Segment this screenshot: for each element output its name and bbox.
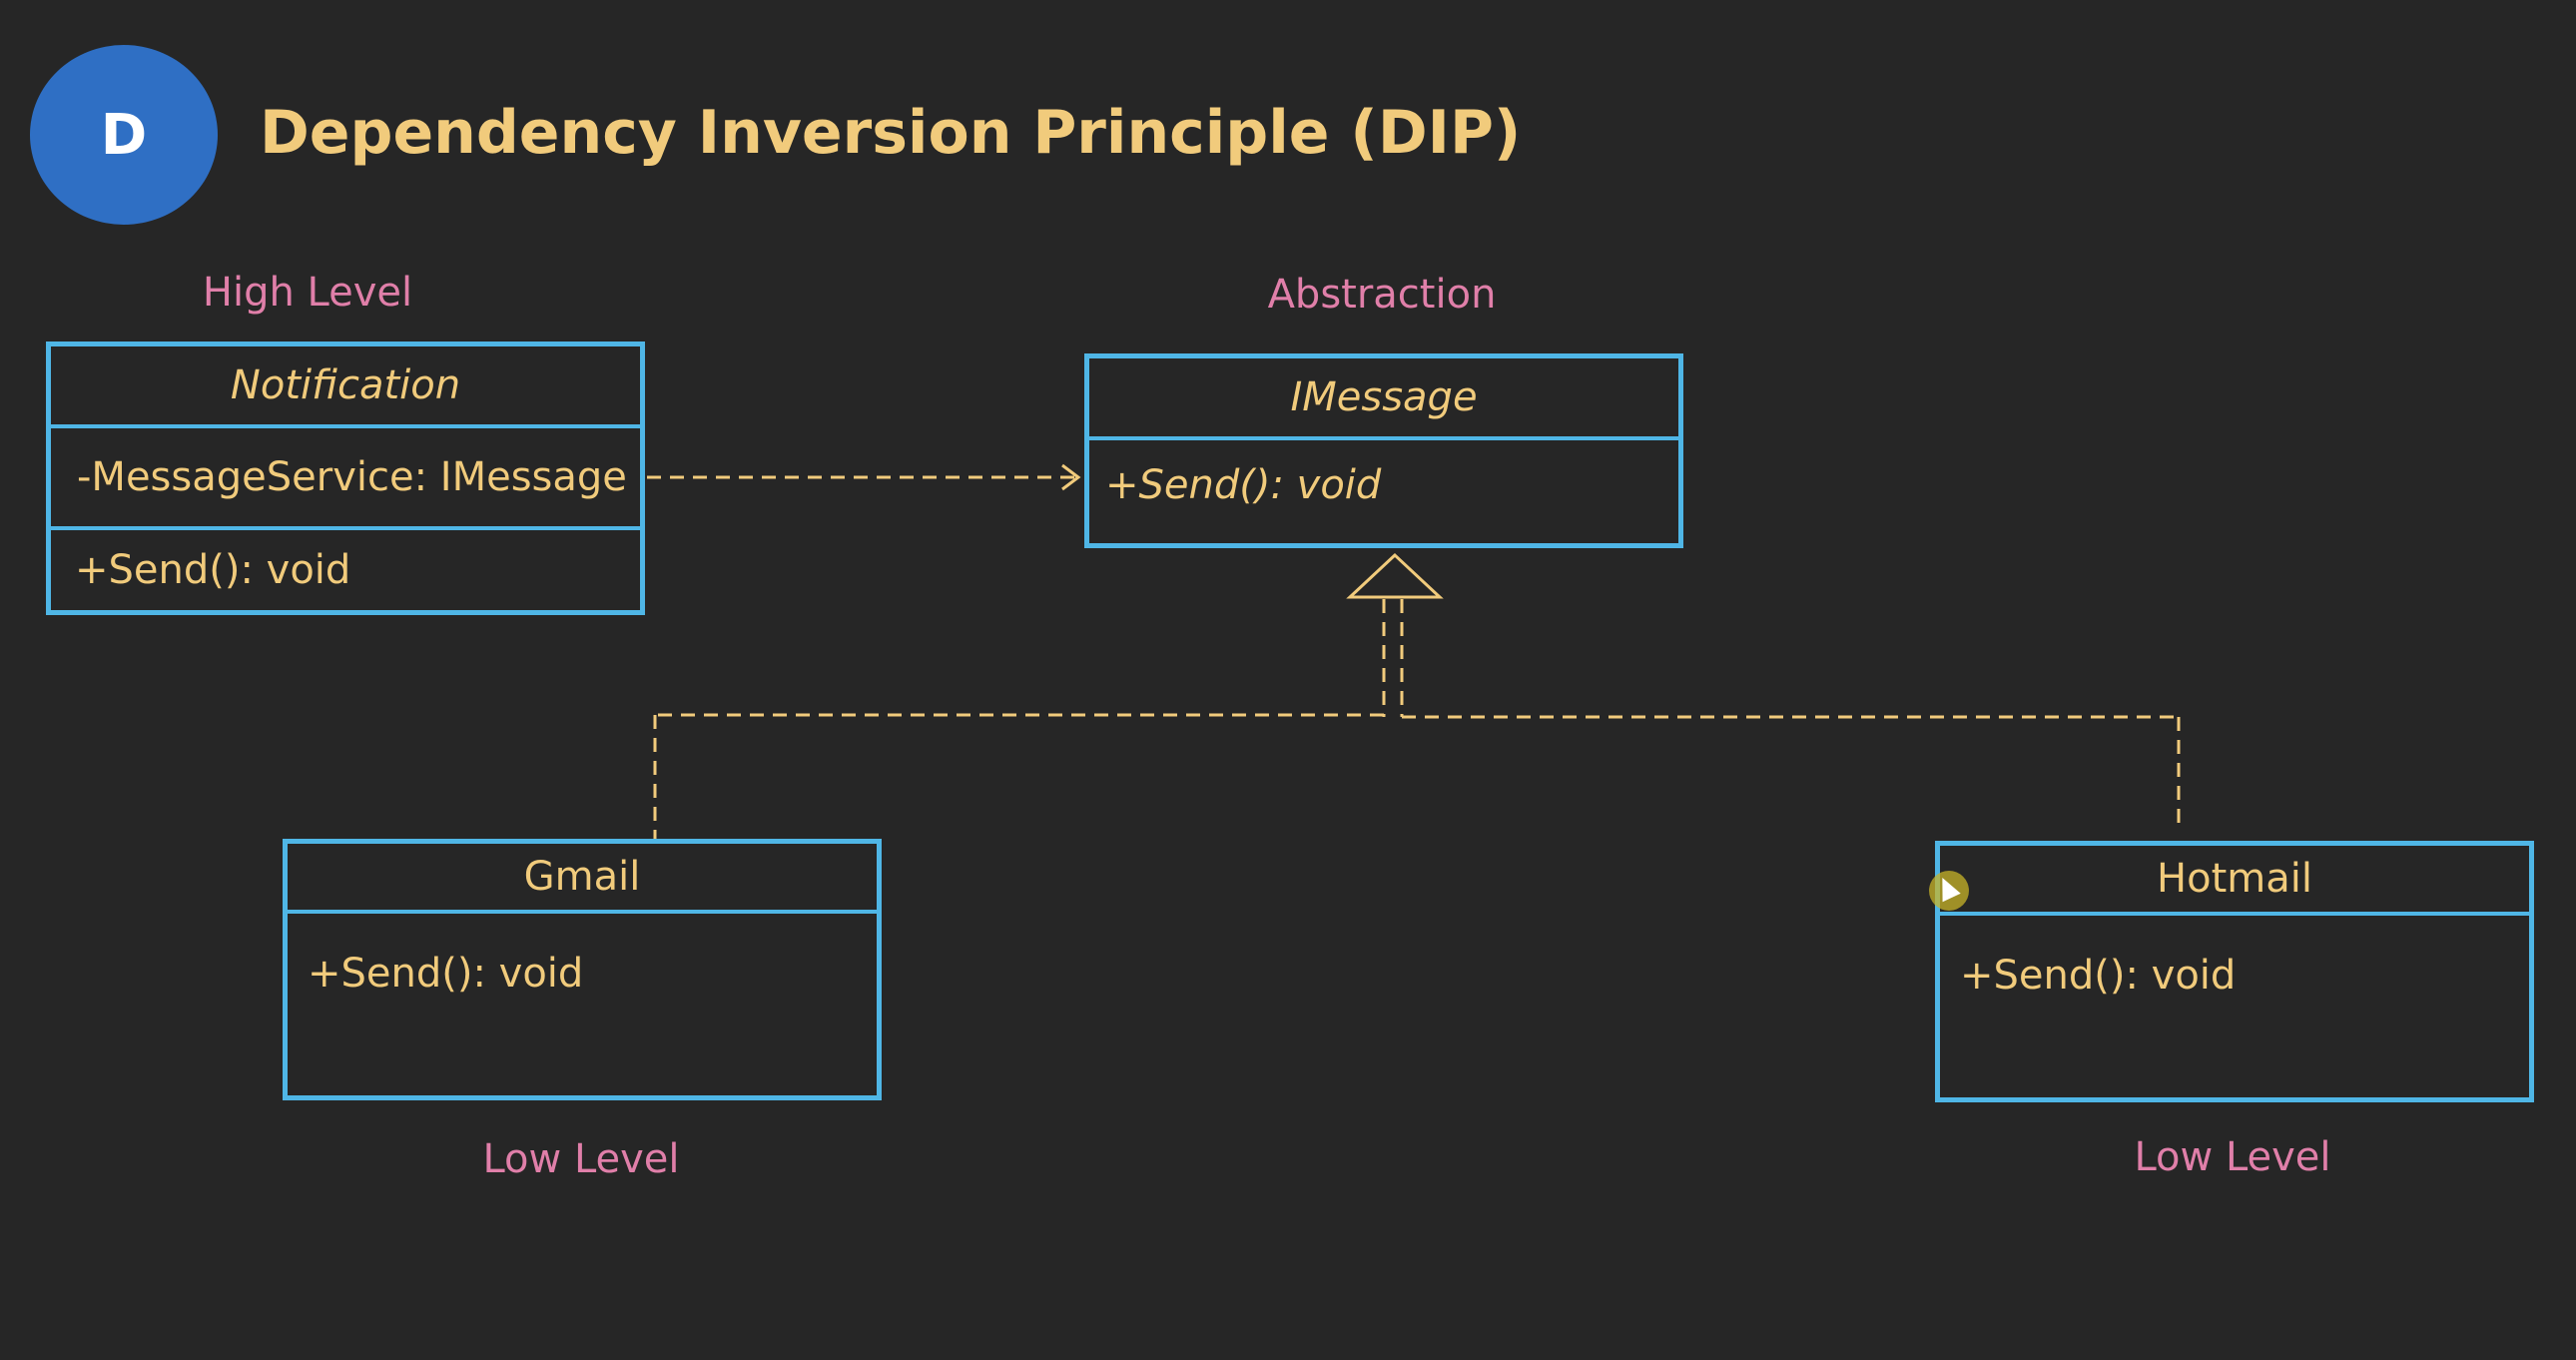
hotmail-class-name: Hotmail [1940,846,2529,916]
imessage-method: +Send(): void [1105,462,1382,508]
notification-method: +Send(): void [75,547,351,593]
slide-title: Dependency Inversion Principle (DIP) [260,98,1522,168]
gmail-method: +Send(): void [308,951,584,997]
notification-class-box: Notification -MessageService: IMessage +… [46,341,645,615]
gmail-class-name: Gmail [288,844,877,914]
gmail-class-box: Gmail +Send(): void [283,839,882,1100]
hotmail-method: +Send(): void [1960,953,2237,999]
notification-field: -MessageService: IMessage [51,428,640,530]
mouse-cursor-icon [1929,871,1969,911]
high-level-label: High Level [202,270,413,316]
low-level-label-left: Low Level [482,1136,680,1182]
hotmail-class-box: Hotmail +Send(): void [1935,841,2534,1102]
imessage-interface-name: IMessage [1089,358,1678,440]
low-level-label-right: Low Level [2134,1134,2331,1180]
dependency-arrowhead [1061,463,1081,491]
abstraction-label: Abstraction [1267,272,1497,318]
principle-badge: D [30,45,218,225]
imessage-interface-box: IMessage +Send(): void [1084,353,1683,548]
realization-triangle [1346,552,1444,599]
notification-class-name: Notification [51,346,640,428]
badge-letter: D [100,102,148,168]
